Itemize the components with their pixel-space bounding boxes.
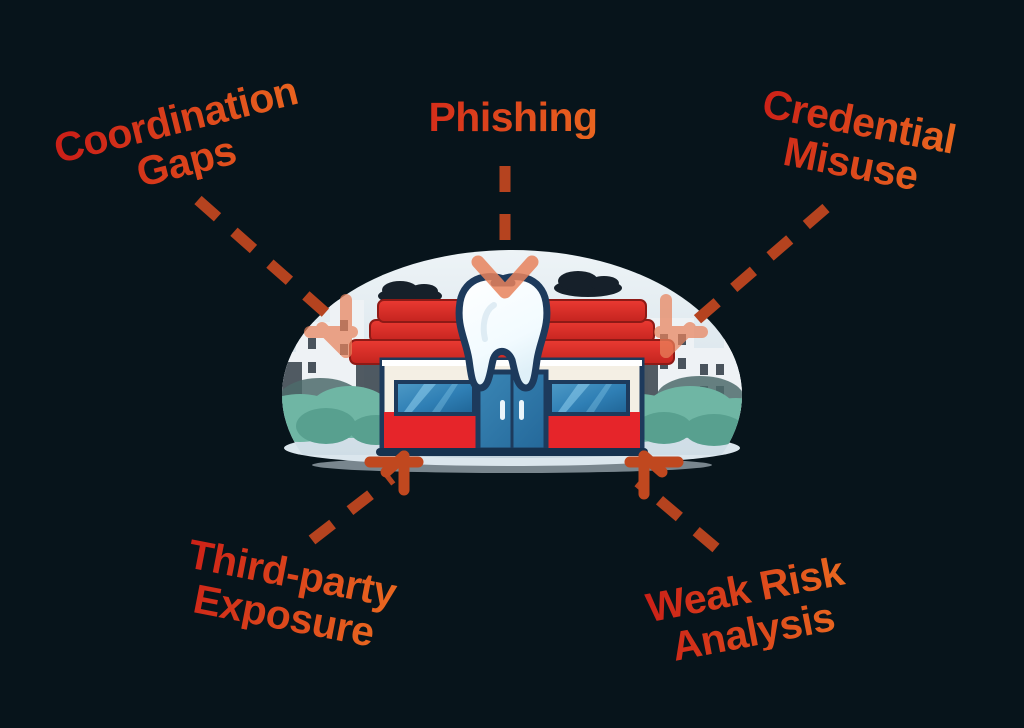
storefront-window-left	[394, 380, 476, 416]
building-plinth	[376, 448, 648, 456]
door-handle-right[interactable]	[519, 400, 524, 420]
connector-third-party-exposure	[308, 450, 424, 545]
door-handle-left[interactable]	[500, 400, 505, 420]
arrowhead-third-party-exposure	[364, 450, 424, 496]
connector-phishing	[471, 166, 539, 299]
clinic-building	[349, 299, 675, 456]
connector-credential-misuse	[654, 203, 830, 358]
connector-coordination-gaps	[194, 195, 358, 358]
arrowhead-weak-risk-analysis	[624, 450, 684, 500]
risk-label-phishing[interactable]: Phishing	[398, 96, 628, 139]
storefront-window-right	[548, 380, 630, 416]
cloud-right	[554, 271, 622, 297]
tooth-sign	[455, 273, 551, 392]
arrowhead-credential-misuse	[654, 294, 708, 358]
arrowhead-phishing	[471, 255, 539, 299]
arrowhead-coordination-gaps	[304, 294, 358, 358]
connector-weak-risk-analysis	[624, 450, 720, 553]
